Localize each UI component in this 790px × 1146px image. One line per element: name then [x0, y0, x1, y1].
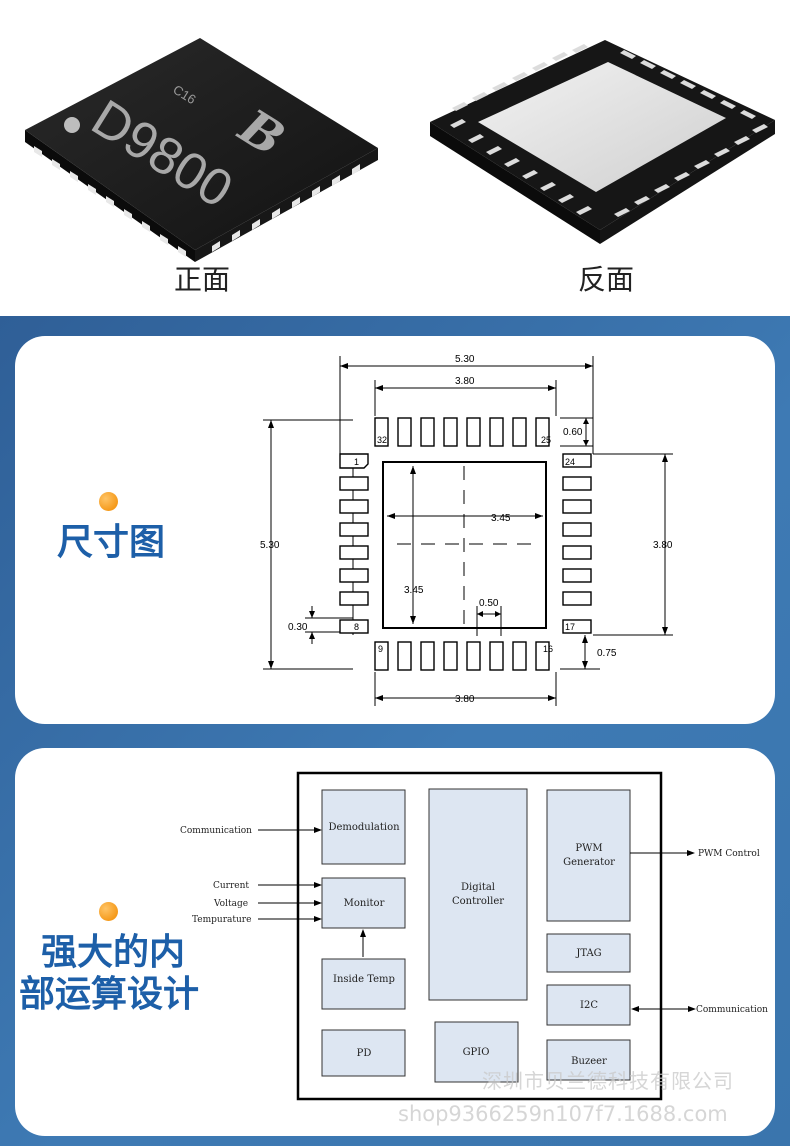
pin-label-9: 9	[378, 644, 383, 654]
chip-front-top	[25, 38, 378, 250]
dim-ep-height: 3.45	[404, 585, 424, 596]
dim-body-width: 5.30	[455, 354, 475, 365]
pd-block	[321, 1029, 406, 1077]
pin1-dot-icon	[64, 117, 80, 133]
jtag-label: JTAG	[575, 948, 601, 959]
digital-controller-label-1: Digital	[461, 882, 495, 893]
jtag-block	[546, 933, 631, 973]
block-title-line1: 强大的内	[41, 932, 186, 973]
dimension-card: 尺寸图	[15, 336, 775, 724]
dim-body-height: 5.30	[260, 540, 280, 551]
input-current: Current	[213, 881, 249, 891]
pin-label-32: 32	[377, 435, 387, 445]
pads-right	[562, 453, 592, 634]
dim-pad-span-right: 3.80	[653, 540, 673, 551]
pin-label-8: 8	[354, 622, 359, 632]
dim-pad-span-bottom: 3.80	[455, 694, 475, 705]
dim-pad-offset: 0.75	[597, 648, 617, 659]
output-communication: Communication	[696, 1005, 768, 1015]
pin-label-25: 25	[541, 435, 551, 445]
block-diagram-card: 强大的内 部运算设计	[15, 748, 775, 1136]
inside-temp-label: Inside Temp	[333, 974, 395, 985]
dimension-title: 尺寸图	[57, 522, 166, 563]
block-title-line2: 部运算设计	[19, 974, 200, 1015]
input-communication: Communication	[180, 826, 252, 836]
i2c-label: I2C	[580, 1000, 598, 1011]
pin-label-17: 17	[565, 622, 575, 632]
inside-temp-block	[321, 958, 406, 1010]
chip-back-leads	[450, 44, 768, 217]
orange-dot-icon	[99, 492, 118, 511]
digital-controller-block	[428, 788, 528, 1001]
pwm-label-2: Generator	[563, 857, 615, 868]
gpio-block	[434, 1021, 519, 1083]
front-label: 正面	[174, 263, 231, 296]
dim-pad-width: 0.30	[288, 622, 308, 633]
demodulation-label: Demodulation	[328, 822, 400, 833]
product-photos: C16 D9800 B	[0, 0, 790, 316]
pads-bottom	[374, 641, 550, 671]
chip-back	[430, 40, 775, 244]
pwm-generator-block	[546, 789, 631, 922]
pwm-label-1: PWM	[575, 843, 602, 854]
monitor-block	[321, 877, 406, 929]
demodulation-block	[321, 789, 406, 865]
pd-label: PD	[357, 1048, 372, 1059]
input-temperature: Tempurature	[192, 915, 251, 925]
dim-ep-width: 3.45	[491, 513, 511, 524]
pads-top	[374, 417, 550, 447]
block-diagram: Communication Current Voltage Tempuratur…	[180, 771, 768, 1101]
i2c-block	[546, 984, 631, 1026]
dimension-drawing: 32 25 1 24 8 17 9 16 5.30 3.80 0.60 5.30…	[260, 354, 673, 706]
pin-label-1: 1	[354, 457, 359, 467]
buzeer-block	[546, 1039, 631, 1081]
digital-controller-label-2: Controller	[452, 896, 504, 907]
pin-label-24: 24	[565, 457, 575, 467]
watermark-shop: shop9366259n107f7.1688.com	[398, 1102, 728, 1126]
dim-pad-length: 0.60	[563, 427, 583, 438]
buzeer-label: Buzeer	[571, 1056, 607, 1067]
input-voltage: Voltage	[213, 899, 248, 909]
chip-front-leads	[34, 146, 360, 257]
gpio-label: GPIO	[463, 1047, 490, 1058]
watermark-company: 深圳市贝兰德科技有限公司	[482, 1069, 734, 1093]
dim-pitch: 0.50	[479, 598, 499, 609]
pin-label-16: 16	[543, 644, 553, 654]
monitor-label: Monitor	[344, 898, 385, 909]
exposed-pad	[478, 62, 726, 192]
output-pwm-control: PWM Control	[698, 849, 760, 859]
chip-photos-svg: C16 D9800 B	[25, 38, 775, 262]
dim-pad-span-top: 3.80	[455, 376, 475, 387]
orange-dot-icon	[99, 902, 118, 921]
pads-left	[339, 453, 369, 634]
chip-front: C16 D9800 B	[25, 38, 378, 262]
back-label: 反面	[578, 263, 635, 296]
